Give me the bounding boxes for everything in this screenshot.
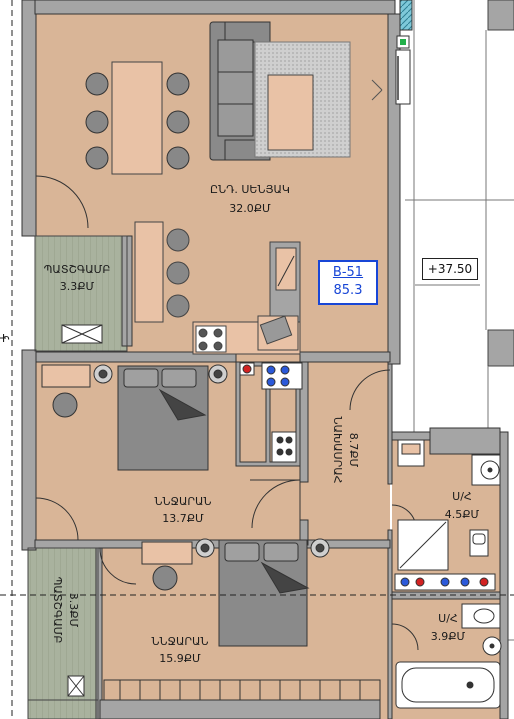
- room-area: 32.0ՔՄ: [229, 202, 271, 215]
- room-area: 8.7ՔՄ: [347, 433, 360, 468]
- drain-icon: [61, 324, 103, 697]
- tv-icon: [371, 79, 383, 101]
- balcony-bottom-floor: [28, 548, 98, 719]
- room-area: 13.7ՔՄ: [162, 512, 204, 525]
- unit-label: B-51 85.3: [318, 260, 378, 305]
- room-name: ՊԱՏՇԳԱՄԲ: [44, 263, 111, 276]
- room-area: 4.5ՔՄ: [445, 508, 480, 521]
- room-name: ՊԱՏՇԳԱՄԲ: [51, 577, 64, 644]
- bed-2-icon: [141, 538, 330, 647]
- room-area: 15.9ՔՄ: [159, 652, 201, 665]
- window-glass: [395, 0, 413, 105]
- room-area: 3.9ՔՄ: [431, 630, 466, 643]
- room-name: ԸՆԴ. ՍԵՆՅԱԿ: [210, 183, 290, 196]
- balcony-railings: [27, 235, 128, 719]
- room-name: ՆՆՋԱՐԱՆ: [152, 635, 209, 648]
- kitchen-counter-icon: [134, 221, 301, 355]
- shaft: [235, 361, 303, 467]
- unit-area: 85.3: [333, 283, 363, 298]
- bathroom-1-fixtures: [394, 427, 501, 591]
- unit-code: B-51: [332, 265, 364, 280]
- room-area: 3.3ՔՄ: [60, 280, 95, 293]
- dining-table-icon: [85, 61, 190, 175]
- room-name: ՆՆՋԱՐԱՆ: [155, 495, 212, 508]
- coffee-table-icon: [267, 74, 314, 151]
- wardrobe-icon: [103, 679, 381, 701]
- room-area: 3.3ՔՄ: [67, 593, 80, 628]
- axis-marker: Ի: [2, 332, 10, 345]
- doors: [35, 175, 419, 651]
- room-name: Ս/Հ: [438, 612, 458, 625]
- bed-1-icon: [41, 364, 228, 471]
- room-labels: ԸՆԴ. ՍԵՆՅԱԿ 32.0ՔՄ ՊԱՏՇԳԱՄԲ 3.3ՔՄ ՆՆՋԱՐԱ…: [44, 183, 480, 665]
- room-name: Ս/Հ: [452, 490, 472, 503]
- bathroom-2-fixtures: [395, 603, 502, 709]
- room-name: ՆԱԽԱՍՐԱՀ: [331, 417, 344, 484]
- level-mark: +37.50: [422, 258, 478, 280]
